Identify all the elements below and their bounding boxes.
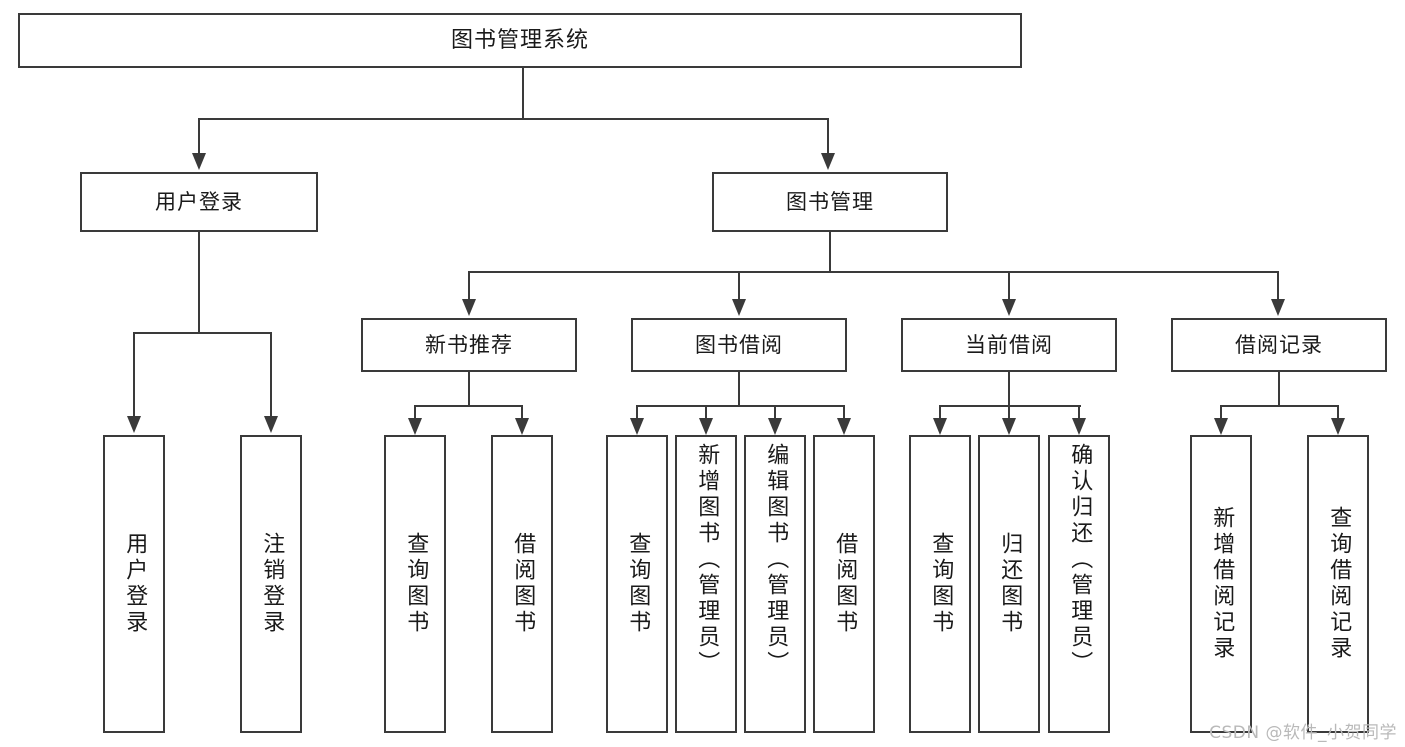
node-book-management[interactable]: 图书管理 (712, 172, 948, 232)
connector-drop-leaf-br-0 (1220, 405, 1222, 425)
connector-book-management-bar (468, 271, 1279, 273)
leaf-user-login-0[interactable]: 用户登录 (103, 435, 165, 733)
arrowhead-borrow-record (1271, 299, 1285, 316)
node-label: 图书借阅 (695, 332, 783, 357)
leaf-label: 查询图书 (403, 532, 429, 636)
node-user-login[interactable]: 用户登录 (80, 172, 318, 232)
arrowhead-leaf-cb-2 (1072, 418, 1086, 435)
connector-drop-leaf-br-1 (1337, 405, 1339, 425)
connector-root-stem (522, 68, 524, 119)
arrowhead-leaf-user-login-1 (264, 416, 278, 433)
arrowhead-book-management (821, 153, 835, 170)
connector-drop-current-borrow (1008, 271, 1010, 301)
connector-book-management-stem (829, 232, 831, 272)
connector-borrow-record-stem (1278, 372, 1280, 406)
arrowhead-leaf-user-login-0 (127, 416, 141, 433)
arrowhead-leaf-br-1 (1331, 418, 1345, 435)
arrowhead-book-borrow (732, 299, 746, 316)
leaf-label: 确认归还（管理员） (1067, 443, 1093, 677)
arrowhead-leaf-cb-1 (1002, 418, 1016, 435)
leaf-label: 查询图书 (625, 532, 651, 636)
leaf-book-borrow-0[interactable]: 查询图书 (606, 435, 668, 733)
leaf-label: 注销登录 (259, 532, 285, 636)
connector-book-borrow-stem (738, 372, 740, 406)
leaf-label: 新增图书（管理员） (694, 443, 720, 677)
connector-drop-leaf-nbr-0 (414, 405, 416, 425)
connector-book-borrow-bar (637, 405, 845, 407)
connector-drop-leaf-bb-0 (636, 405, 638, 425)
connector-drop-user-login (198, 118, 200, 155)
node-label: 当前借阅 (965, 332, 1053, 357)
arrowhead-leaf-cb-0 (933, 418, 947, 435)
leaf-label: 归还图书 (997, 532, 1023, 636)
leaf-current-borrow-2[interactable]: 确认归还（管理员） (1048, 435, 1110, 733)
leaf-borrow-record-1[interactable]: 查询借阅记录 (1307, 435, 1369, 733)
connector-new-book-recommend-stem (468, 372, 470, 406)
arrowhead-leaf-br-0 (1214, 418, 1228, 435)
leaf-label: 编辑图书（管理员） (763, 443, 789, 677)
node-label: 图书管理 (786, 189, 874, 214)
node-current-borrow[interactable]: 当前借阅 (901, 318, 1117, 372)
leaf-new-book-recommend-0[interactable]: 查询图书 (384, 435, 446, 733)
leaf-user-login-1[interactable]: 注销登录 (240, 435, 302, 733)
leaf-label: 查询图书 (928, 532, 954, 636)
leaf-borrow-record-0[interactable]: 新增借阅记录 (1190, 435, 1252, 733)
arrowhead-leaf-bb-2 (768, 418, 782, 435)
node-label: 用户登录 (155, 189, 243, 214)
node-new-book-recommend[interactable]: 新书推荐 (361, 318, 577, 372)
arrowhead-leaf-bb-0 (630, 418, 644, 435)
connector-drop-new-book-recommend (468, 271, 470, 301)
arrowhead-leaf-bb-3 (837, 418, 851, 435)
connector-current-borrow-bar (940, 405, 1081, 407)
connector-drop-leaf-user-login-1 (270, 332, 272, 418)
connector-drop-leaf-cb-1 (1008, 405, 1010, 425)
connector-user-login-bar (133, 332, 272, 334)
connector-root-bar (199, 118, 829, 120)
connector-drop-leaf-cb-2 (1078, 405, 1080, 425)
arrowhead-leaf-nbr-1 (515, 418, 529, 435)
leaf-book-borrow-1[interactable]: 新增图书（管理员） (675, 435, 737, 733)
leaf-label: 用户登录 (122, 532, 148, 636)
arrowhead-leaf-nbr-0 (408, 418, 422, 435)
leaf-new-book-recommend-1[interactable]: 借阅图书 (491, 435, 553, 733)
connector-current-borrow-stem (1008, 372, 1010, 406)
arrowhead-leaf-bb-1 (699, 418, 713, 435)
node-borrow-record[interactable]: 借阅记录 (1171, 318, 1387, 372)
leaf-current-borrow-1[interactable]: 归还图书 (978, 435, 1040, 733)
connector-new-book-recommend-bar (415, 405, 522, 407)
connector-drop-leaf-nbr-1 (521, 405, 523, 425)
connector-drop-borrow-record (1277, 271, 1279, 301)
connector-borrow-record-bar (1221, 405, 1338, 407)
node-root-book-management-system[interactable]: 图书管理系统 (18, 13, 1022, 68)
connector-drop-leaf-bb-3 (843, 405, 845, 425)
node-label: 新书推荐 (425, 332, 513, 357)
connector-drop-leaf-bb-2 (774, 405, 776, 425)
arrowhead-new-book-recommend (462, 299, 476, 316)
leaf-label: 查询借阅记录 (1326, 506, 1352, 662)
arrowhead-current-borrow (1002, 299, 1016, 316)
leaf-book-borrow-3[interactable]: 借阅图书 (813, 435, 875, 733)
node-label: 借阅记录 (1235, 332, 1323, 357)
connector-user-login-stem (198, 232, 200, 333)
connector-drop-leaf-user-login-0 (133, 332, 135, 418)
arrowhead-user-login (192, 153, 206, 170)
node-label: 图书管理系统 (450, 27, 589, 53)
connector-drop-book-borrow (738, 271, 740, 301)
leaf-current-borrow-0[interactable]: 查询图书 (909, 435, 971, 733)
node-book-borrow[interactable]: 图书借阅 (631, 318, 847, 372)
leaf-label: 借阅图书 (510, 532, 536, 636)
connector-drop-leaf-cb-0 (939, 405, 941, 425)
leaf-label: 借阅图书 (832, 532, 858, 636)
connector-drop-leaf-bb-1 (705, 405, 707, 425)
connector-drop-book-management (827, 118, 829, 155)
leaf-book-borrow-2[interactable]: 编辑图书（管理员） (744, 435, 806, 733)
leaf-label: 新增借阅记录 (1209, 506, 1235, 662)
